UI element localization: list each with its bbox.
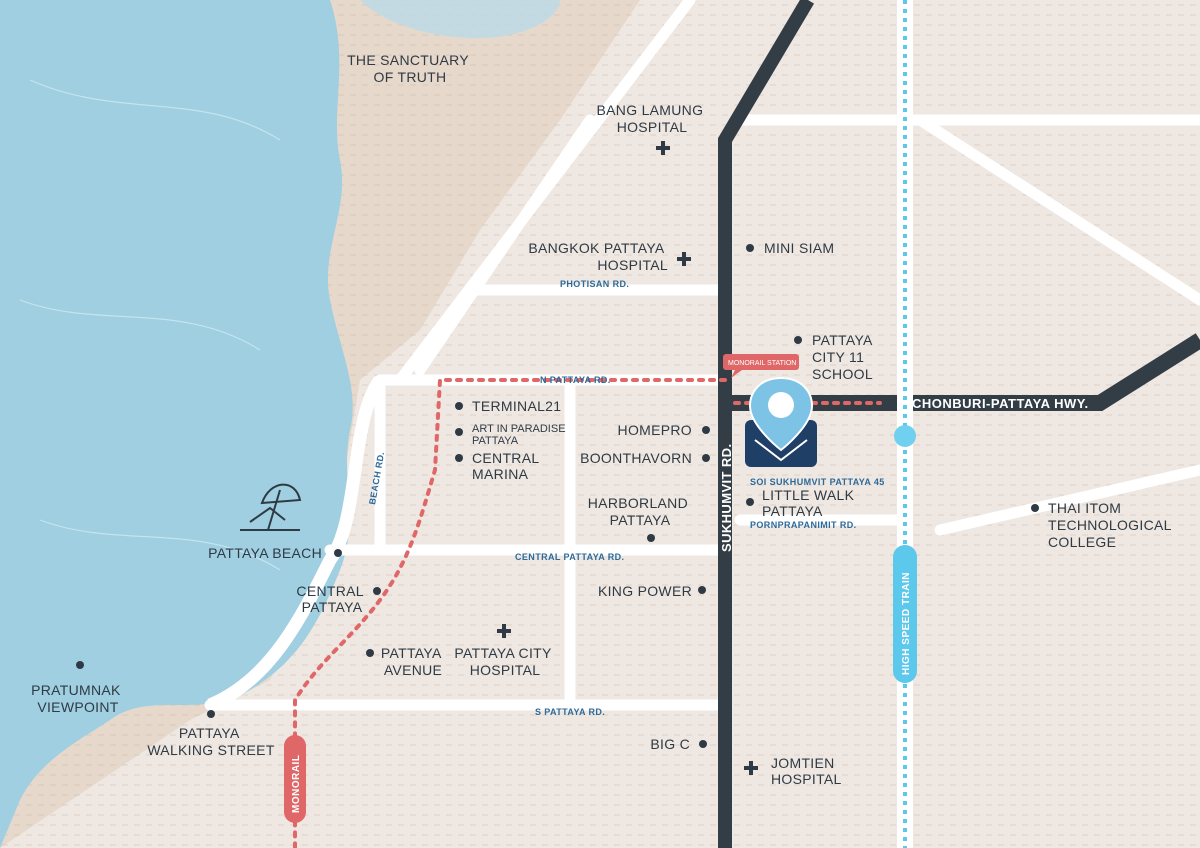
place-central-pattaya: CENTRAL PATTAYA [296,583,367,615]
place-terminal21: TERMINAL21 [472,398,561,414]
place-harborland: HARBORLAND PATTAYA [588,495,692,528]
place-jomtien-hospital: JOMTIEN HOSPITAL [771,755,842,787]
road-label-chonburi-hwy: CHONBURI-PATTAYA HWY. [912,396,1089,411]
place-walking-street: PATTAYA WALKING STREET [147,725,275,758]
sea-ripple [19,79,281,571]
place-mini-siam: MINI SIAM [764,240,834,256]
place-pattaya-avenue: PATTAYA AVENUE [381,645,445,678]
beach-road [207,376,386,711]
place-dot [1031,504,1039,512]
place-art-in-paradise: ART IN PARADISE PATTAYA [472,423,569,447]
road-label-photisan: PHOTISAN RD. [560,279,629,289]
place-big-c: BIG C [650,736,690,752]
place-sanctuary: THE SANCTUARY OF TRUTH [347,52,473,85]
beach-umbrella-icon [240,483,302,531]
place-king-power: KING POWER [598,583,692,599]
place-little-walk: LITTLE WALK PATTAYA [762,487,858,519]
place-dot [746,498,754,506]
place-pattaya-beach: PATTAYA BEACH [208,545,322,561]
road-label-pornprapanimit: PORNPRAPANIMIT RD. [750,520,857,530]
place-dot [699,740,707,748]
road-label-s-pattaya: S PATTAYA RD. [535,707,605,717]
hospital-cross-icon [744,761,758,775]
place-markers [76,244,1039,748]
location-pin-icon [745,376,817,467]
place-dot [455,454,463,462]
place-bang-lamung-hospital: BANG LAMUNG HOSPITAL [597,102,708,135]
place-thai-itom: THAI ITOM TECHNOLOGICAL COLLEGE [1048,500,1175,550]
hospital-cross-icon [656,141,670,155]
road-label-n-pattaya: N PATTAYA RD. [540,375,611,385]
place-dot [76,661,84,669]
place-boonthavorn: BOONTHAVORN [580,450,692,466]
place-dot [647,534,655,542]
place-pattaya-city-hospital: PATTAYA CITY HOSPITAL [454,645,555,678]
place-dot [373,587,381,595]
hospital-cross-icon [677,252,691,266]
place-central-marina: CENTRAL MARINA [472,450,543,482]
place-dot [698,586,706,594]
monorail-line [293,378,727,848]
place-dot [746,244,754,252]
road-label-central-pattaya: CENTRAL PATTAYA RD. [515,552,624,562]
place-homepro: HOMEPRO [618,422,692,438]
train-station-marker [894,425,916,447]
monorail-badge: MONORAIL [284,735,306,823]
place-bangkok-pattaya-hospital: BANGKOK PATTAYA HOSPITAL [528,240,668,273]
hospital-cross-icon [497,624,511,638]
place-dot [794,336,802,344]
road-label-sukhumvit: SUKHUMVIT RD. [719,444,734,552]
sea [0,0,353,848]
place-dot [207,710,215,718]
monorail-label: MONORAIL [291,755,302,813]
high-speed-train-badge: HIGH SPEED TRAIN [893,545,917,683]
place-pratumnak: PRATUMNAK VIEWPOINT [31,682,125,715]
sea-shade [360,0,560,39]
monorail-station-label: MONORAIL STATION [728,360,796,367]
sukhumvit-road [718,0,815,848]
place-dot [702,454,710,462]
high-speed-train-label: HIGH SPEED TRAIN [901,572,912,675]
road-label-soi-45: SOI SUKHUMVIT PATTAYA 45 [750,477,885,487]
place-dot [334,549,342,557]
monorail-station-tag: MONORAIL STATION [723,354,799,378]
place-dot [455,428,463,436]
place-dot [366,649,374,657]
place-dot [455,402,463,410]
place-dot [702,426,710,434]
place-city-11-school: PATTAYA CITY 11 SCHOOL [812,332,876,382]
